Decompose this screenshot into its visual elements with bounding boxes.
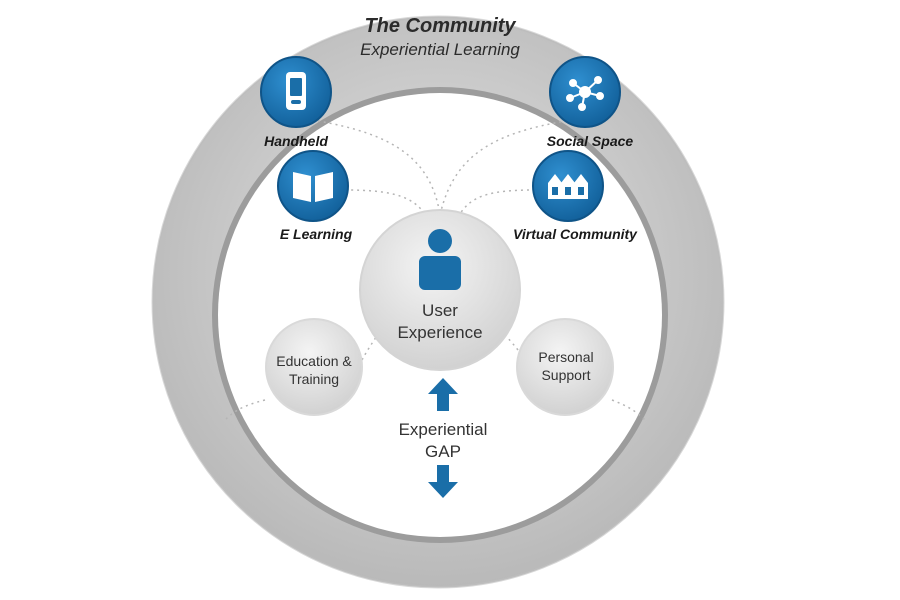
arrow-up-icon	[428, 378, 458, 411]
education-label-line1: Education &	[276, 353, 352, 369]
e-learning-label: E Learning	[279, 226, 353, 242]
user-icon	[419, 229, 461, 290]
diagram-subtitle: Experiential Learning	[360, 40, 520, 59]
personal-support-node-label: Personal Support	[516, 348, 616, 384]
gap-label-line1: Experiential	[398, 420, 488, 439]
center-node-label: User Experience	[380, 300, 500, 344]
center-label-line2: Experience	[397, 323, 483, 342]
outer-ring-inner-edge	[151, 15, 725, 589]
personal-label-line2: Support	[541, 367, 591, 383]
e-learning-button[interactable]	[277, 150, 349, 222]
arrow-down-icon	[428, 465, 458, 498]
handheld-button[interactable]	[260, 56, 332, 128]
virtual-community-label: Virtual Community	[513, 226, 637, 242]
social-space-label: Social Space	[546, 133, 634, 149]
social-space-button[interactable]	[549, 56, 621, 128]
gap-label-line2: GAP	[425, 442, 461, 461]
diagram-title: The Community	[364, 15, 516, 37]
network-icon	[566, 76, 604, 111]
book-icon	[293, 172, 333, 202]
virtual-community-button[interactable]	[532, 150, 604, 222]
phone-icon	[286, 72, 306, 110]
education-label-line2: Training	[288, 371, 340, 387]
center-label-line1: User	[422, 301, 458, 320]
education-node-label: Education & Training	[264, 352, 364, 388]
houses-icon	[548, 174, 588, 199]
handheld-label: Handheld	[264, 133, 328, 149]
personal-label-line1: Personal	[538, 349, 594, 365]
personal-support-node	[516, 318, 614, 416]
education-node	[265, 318, 363, 416]
experiential-gap-label: Experiential GAP	[383, 419, 503, 463]
